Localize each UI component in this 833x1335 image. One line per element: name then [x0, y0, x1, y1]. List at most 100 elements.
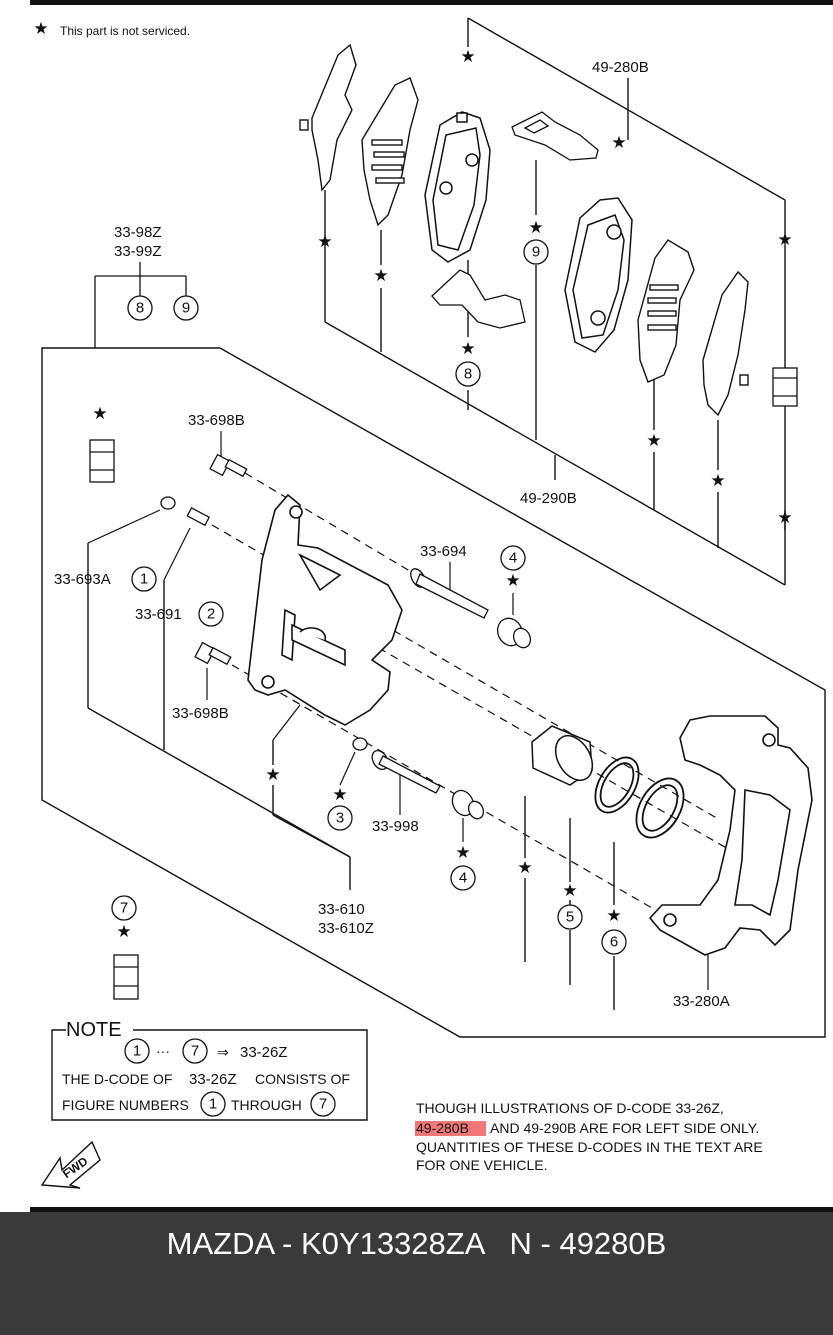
star-icon: ★: [611, 133, 626, 153]
part-number-title: MAZDA - K0Y13328ZA N - 49280B: [166, 1226, 667, 1261]
caliper-kit-outline: [41, 347, 826, 1038]
callout-5: [557, 904, 583, 930]
note-line3-n1-num: 1: [209, 1096, 217, 1113]
wear-indicator-left: [89, 439, 115, 483]
note-line2-b: CONSISTS OF: [255, 1071, 350, 1087]
label-49-290B: 49-290B: [520, 490, 577, 507]
callout-3-num: 3: [336, 810, 344, 827]
star-icon: ★: [562, 881, 577, 901]
star-icon: ★: [777, 230, 792, 250]
note-line2-code: 33-26Z: [189, 1071, 237, 1088]
note-arrow: ⇒: [217, 1044, 229, 1060]
assembly-centerlines: [211, 472, 731, 931]
callout-4: [500, 545, 526, 571]
note-line3-n1: [200, 1091, 226, 1117]
pad-kit-outline: [324, 17, 786, 586]
disclaimer-highlight-text: 49-280B: [416, 1120, 469, 1136]
pad-shim-outer-right: [702, 270, 749, 417]
note-range-start: [124, 1038, 150, 1064]
label-33-610: 33-610: [318, 901, 365, 918]
callout-8: [455, 361, 481, 387]
label-33-694: 33-694: [420, 543, 467, 560]
fwd-arrow-icon: FWD: [40, 1140, 101, 1189]
disclaimer-line1: THOUGH ILLUSTRATIONS OF D-CODE 33-26Z,: [416, 1100, 724, 1116]
note-line2-a: THE D-CODE OF: [62, 1071, 172, 1087]
callout-6-num: 6: [610, 934, 618, 951]
bleeder-screw: [186, 507, 211, 527]
leader-line: [163, 527, 191, 581]
brake-caliper-exploded-diagram: ★ This part is not serviced.: [30, 0, 833, 1212]
callout-6: [601, 929, 627, 955]
callout-8-num: 8: [136, 300, 144, 317]
star-icon: ★: [460, 339, 475, 359]
callout-2-num: 2: [207, 606, 215, 623]
guide-pin-33-694: [410, 568, 489, 619]
wear-indicator-bottom: [113, 954, 139, 1000]
note-line3-through: THROUGH: [231, 1097, 302, 1113]
callout-8: [127, 295, 153, 321]
callout-3: [327, 805, 353, 831]
label-bracket-98Z: [94, 262, 187, 348]
star-icon: ★: [317, 232, 332, 252]
callout-7-num: 7: [120, 900, 128, 917]
label-33-99Z: 33-99Z: [114, 243, 162, 260]
callout-1: [131, 566, 157, 592]
note-range-start-num: 1: [133, 1043, 141, 1060]
label-33-610Z: 33-610Z: [318, 920, 374, 937]
callout-5-num: 5: [566, 909, 574, 926]
boot-lower: [451, 789, 485, 820]
note-line3-a: FIGURE NUMBERS: [62, 1097, 189, 1113]
star-icon: ★: [455, 843, 470, 863]
brake-pad-left: [424, 111, 491, 263]
callout-1-num: 1: [140, 571, 148, 588]
brake-pad-right: [564, 197, 633, 353]
label-33-280A: 33-280A: [673, 993, 730, 1010]
pad-shim-inner-left: [361, 77, 419, 227]
callout-4-num: 4: [459, 870, 467, 887]
bleeder-cap: [160, 496, 176, 510]
label-33-98Z: 33-98Z: [114, 224, 162, 241]
star-icon: ★: [332, 785, 347, 805]
callout-7: [111, 895, 137, 921]
anti-squeal-clip-top: [511, 111, 599, 161]
star-icon: ★: [505, 571, 520, 591]
note-title: NOTE: [66, 1019, 122, 1041]
caliper-bracket-33-280A: [648, 715, 813, 956]
bolt-33-698B-bottom: [194, 641, 232, 666]
star-icon: ★: [460, 47, 475, 67]
callout-8-num: 8: [464, 366, 472, 383]
star-icon: ★: [528, 218, 543, 238]
star-icon: ★: [606, 906, 621, 926]
pad-spring-clip: [431, 269, 526, 329]
callout-9-num: 9: [532, 244, 540, 261]
label-33-698B: 33-698B: [188, 412, 245, 429]
label-33-693A: 33-693A: [54, 571, 111, 588]
callout-9-num: 9: [182, 300, 190, 317]
star-icon: ★: [517, 858, 532, 878]
label-33-998: 33-998: [372, 818, 419, 835]
disclaimer-highlight: [415, 1121, 486, 1136]
callout-9: [173, 295, 199, 321]
label-33-698B-bottom: 33-698B: [172, 705, 229, 722]
star-icon: ★: [710, 471, 725, 491]
legend-not-serviced-text: This part is not serviced.: [60, 24, 190, 38]
piston-seal: [594, 756, 640, 814]
leader-line: [272, 704, 301, 741]
note-range-dots: ···: [156, 1043, 170, 1059]
wear-indicator-top-right: [772, 367, 798, 407]
washer-3: [352, 737, 368, 751]
pad-shim-inner-right: [637, 239, 695, 383]
bottom-border: [30, 1207, 833, 1212]
note-line3-n2-num: 7: [319, 1096, 327, 1113]
disclaimer-line4: FOR ONE VEHICLE.: [416, 1157, 547, 1173]
star-icon: ★: [777, 508, 792, 528]
legend-star: ★: [33, 19, 48, 39]
note-line3-n2: [310, 1091, 336, 1117]
leader-line: [87, 509, 161, 544]
note-code: 33-26Z: [240, 1044, 288, 1061]
note-range-end-num: 7: [191, 1043, 199, 1060]
star-icon: ★: [646, 431, 661, 451]
disclaimer-line2: AND 49-290B ARE FOR LEFT SIDE ONLY.: [490, 1120, 759, 1136]
note-range-end: [182, 1038, 208, 1064]
note-box: NOTE 1 ··· 7 ⇒ 33-26Z THE D-CODE OF 33-2…: [51, 1019, 368, 1121]
